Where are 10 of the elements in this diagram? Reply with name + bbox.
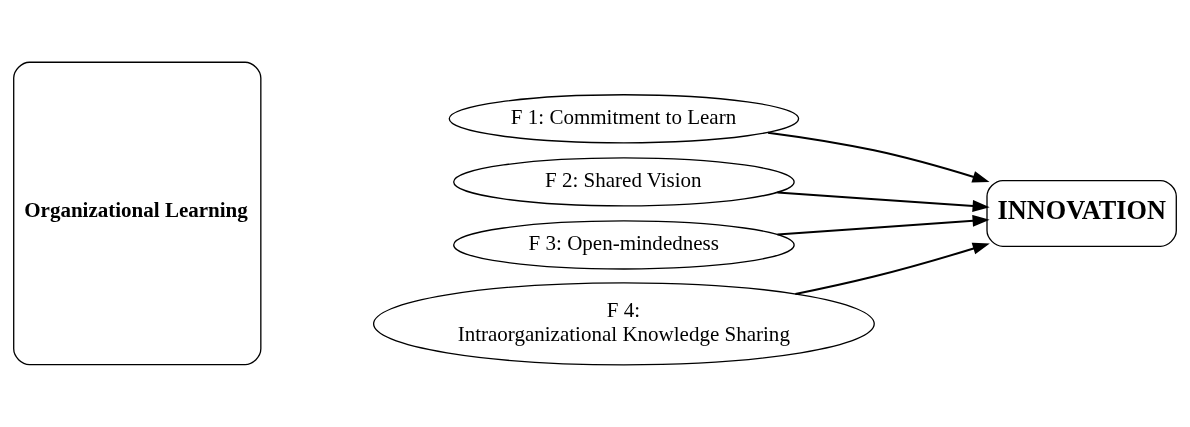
node-ellipse: F 1: Commitment to Learn [448,94,800,144]
arrow [776,214,990,236]
node-ellipse: F 4: Intraorganizational Knowledge Sharing [372,282,875,366]
node-ellipse: F 2: Shared Vision [453,157,795,207]
node-box: Organizational Learning [13,61,262,366]
node-ellipse: F 3: Open-mindedness [453,220,795,270]
arrow [794,242,990,295]
node-box: INNOVATION [986,179,1177,247]
arrow [767,131,990,183]
arrow [776,191,990,212]
